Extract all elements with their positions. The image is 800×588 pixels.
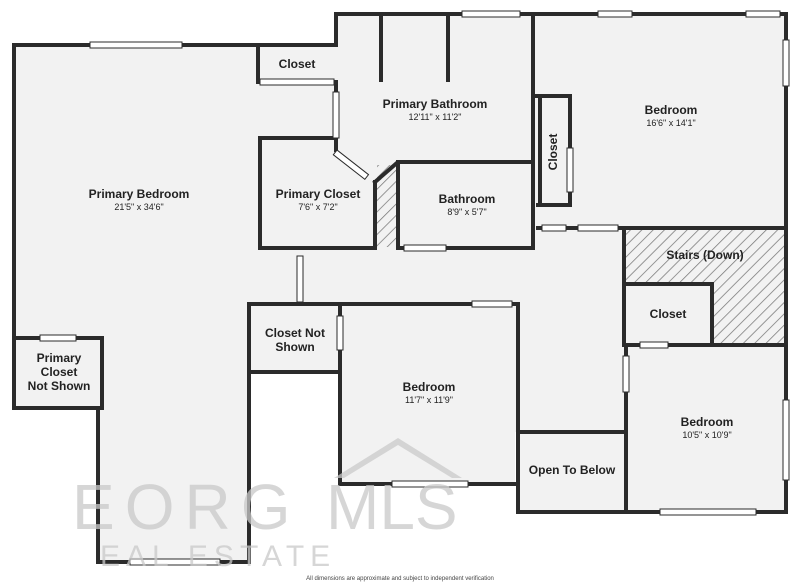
room-name: Closet — [278, 57, 316, 71]
room-name: Primary Bathroom — [382, 97, 488, 111]
room-bedroom-3: Bedroom 10'5" x 10'9" — [681, 415, 734, 441]
watermark-text-left: EORG — [72, 471, 301, 543]
room-name: Primary Closet — [275, 187, 361, 201]
room-name: Bedroom — [680, 415, 734, 429]
room-name: Stairs (Down) — [666, 248, 744, 262]
room-dimensions: 11'7" x 11'9" — [404, 395, 454, 405]
room-dimensions: 16'6" x 14'1" — [646, 118, 696, 128]
room-bedroom-2: Bedroom 11'7" x 11'9" — [403, 380, 456, 406]
floor-areas — [14, 14, 786, 562]
room-primary-bathroom: Primary Bathroom 12'11" x 11'2" — [383, 97, 488, 123]
room-closet-vertical: Closet — [546, 134, 560, 171]
watermark-subtext: EAL ESTATE — [100, 540, 337, 573]
room-bathroom: Bathroom 8'9" x 5'7" — [439, 192, 496, 218]
disclaimer-text: All dimensions are approximate and subje… — [306, 576, 494, 582]
room-primary-bedroom: Primary Bedroom 21'5" x 34'6" — [89, 187, 190, 213]
room-name: Open To Below — [528, 463, 616, 477]
room-name-line1: Primary — [36, 351, 82, 365]
room-primary-closet: Primary Closet 7'6" x 7'2" — [276, 187, 361, 213]
room-name: Primary Bedroom — [88, 187, 190, 201]
windows — [39, 10, 790, 566]
room-bedroom-1: Bedroom 16'6" x 14'1" — [645, 103, 698, 129]
room-primary-closet-not-shown: Primary Closet Not Shown — [28, 351, 91, 393]
room-name-line3: Not Shown — [27, 379, 91, 393]
watermark-text-mls: MLS — [326, 471, 458, 543]
walls — [12, 12, 788, 564]
room-closet-top: Closet — [279, 57, 316, 71]
room-dimensions: 10'5" x 10'9" — [682, 430, 732, 440]
room-name: Bathroom — [438, 192, 496, 206]
room-closet-not-shown: Closet Not Shown — [265, 326, 325, 354]
room-name: Bedroom — [402, 380, 456, 394]
room-dimensions: 12'11" x 11'2" — [408, 112, 462, 122]
room-dimensions: 8'9" x 5'7" — [447, 207, 487, 217]
room-name: Closet — [546, 133, 560, 171]
room-name-line2: Closet — [40, 365, 78, 379]
room-open-to-below: Open To Below — [529, 463, 615, 477]
room-name: Closet — [649, 307, 687, 321]
room-stairs: Stairs (Down) — [666, 248, 743, 262]
room-name-line2: Shown — [275, 340, 315, 354]
room-name: Bedroom — [644, 103, 698, 117]
room-name-line1: Closet Not — [265, 326, 325, 340]
room-dimensions: 7'6" x 7'2" — [298, 202, 338, 212]
stairs-hatch — [377, 165, 784, 343]
room-closet-stairs: Closet — [650, 307, 687, 321]
room-dimensions: 21'5" x 34'6" — [114, 202, 164, 212]
